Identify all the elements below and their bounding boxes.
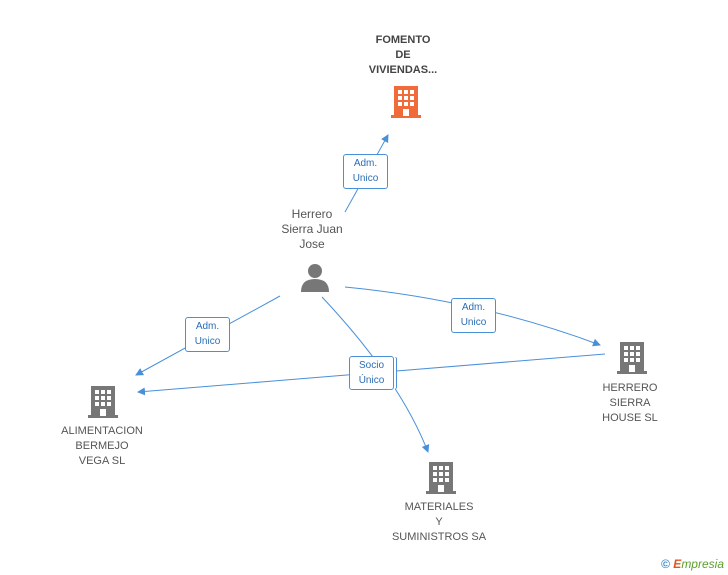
building-icon[interactable] — [425, 460, 457, 496]
materiales-label[interactable]: MATERIALES Y SUMINISTROS SA — [391, 501, 487, 543]
edge-label-adm-unico[interactable]: Adm. Unico — [185, 317, 230, 352]
fomento-label[interactable]: FOMENTO DE VIVIENDAS... — [368, 34, 438, 76]
building-icon[interactable] — [616, 340, 648, 376]
building-icon[interactable] — [390, 84, 422, 120]
edge-label-adm-unico[interactable]: Adm. Unico — [343, 154, 388, 189]
brand-initial: E — [673, 557, 682, 571]
person-icon[interactable] — [299, 262, 331, 294]
edge-label-socio-unico[interactable]: Socio Único — [349, 356, 394, 390]
alimentacion-label[interactable]: ALIMENTACION BERMEJO VEGA SL — [61, 425, 143, 467]
edge-label-adm-unico[interactable]: Adm. Unico — [451, 298, 496, 333]
herrero-house-label[interactable]: HERRERO SIERRA HOUSE SL — [602, 382, 658, 424]
building-icon[interactable] — [87, 384, 119, 420]
person-label[interactable]: Herrero Sierra Juan Jose — [281, 207, 343, 251]
copyright-icon: © — [661, 557, 670, 571]
empresia-watermark: © Empresia — [661, 557, 724, 571]
brand-name: mpresia — [681, 557, 724, 571]
